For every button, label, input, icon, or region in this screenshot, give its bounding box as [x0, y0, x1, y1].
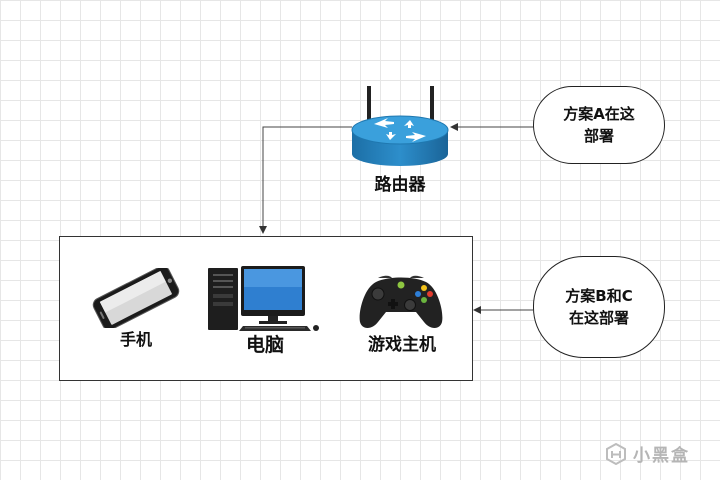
device-phone [90, 265, 182, 331]
smartphone-icon [92, 265, 180, 331]
heybox-logo-icon [606, 442, 626, 465]
device-desktop [205, 264, 325, 334]
router-label: 路由器 [374, 175, 426, 195]
router [350, 84, 450, 168]
desktop-computer-icon [208, 266, 319, 331]
plan-bc-line1: 方案B和C [565, 287, 633, 305]
router-icon [351, 86, 449, 166]
plan-a-bubble: 方案A在这 部署 [533, 86, 665, 164]
plan-bc-line2: 在这部署 [568, 309, 629, 327]
device-label-desktop: 电脑 [245, 334, 284, 356]
game-controller-icon [359, 275, 443, 328]
device-console [358, 272, 444, 332]
device-label-phone: 手机 [119, 330, 152, 349]
device-label-console: 游戏主机 [368, 335, 436, 355]
plan-a-line2: 部署 [583, 127, 614, 145]
plan-a-line1: 方案A在这 [563, 105, 635, 123]
watermark: 小黑盒 [605, 441, 690, 466]
router-to-devices-connector [259, 126, 352, 234]
plan-bc-bubble: 方案B和C 在这部署 [533, 256, 665, 358]
watermark-text: 小黑盒 [633, 446, 690, 466]
